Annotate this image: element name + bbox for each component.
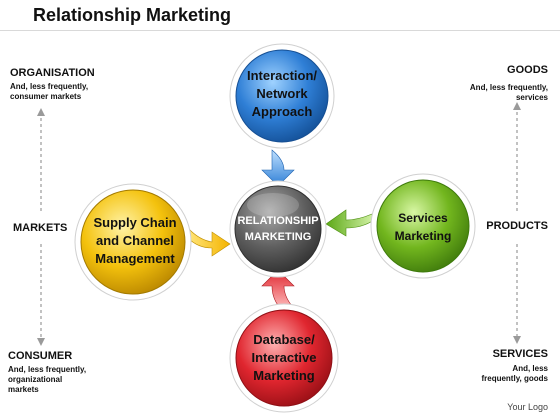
node-right-line2: Marketing <box>395 229 452 243</box>
right-axis <box>513 102 521 344</box>
right-axis-arrow-down-icon <box>513 336 521 344</box>
node-left-line3: Management <box>95 251 175 266</box>
center-label-line1: RELATIONSHIP <box>237 215 318 227</box>
node-top-line3: Approach <box>252 104 313 119</box>
node-bottom-line3: Marketing <box>253 368 314 383</box>
top-arrow-icon <box>261 149 295 187</box>
left-axis <box>37 108 45 346</box>
right-bottom-note-line1: And, less <box>512 364 548 373</box>
left-axis-arrow-up-icon <box>37 108 45 116</box>
left-top-heading: ORGANISATION <box>10 67 95 79</box>
right-top-note-line2: services <box>515 93 548 102</box>
node-database-interactive: Database/ Interactive Marketing <box>229 303 339 413</box>
right-arrow-icon <box>325 209 375 237</box>
right-middle-heading: PRODUCTS <box>486 220 548 232</box>
node-bottom-line2: Interactive <box>251 350 316 365</box>
right-bottom-note: And, less frequently, goods <box>481 364 548 384</box>
left-bottom-note-line2: organizational <box>8 375 63 384</box>
footer-logo: Your Logo <box>507 402 548 412</box>
node-top-line1: Interaction/ <box>247 68 317 83</box>
left-axis-arrow-down-icon <box>37 338 45 346</box>
node-right-line1: Services <box>398 211 448 225</box>
node-left-line1: Supply Chain <box>93 215 176 230</box>
node-supply-chain: Supply Chain and Channel Management <box>74 183 192 301</box>
left-bottom-note: And, less frequently, organizational mar… <box>8 365 86 395</box>
title-divider <box>0 30 560 31</box>
right-top-heading: GOODS <box>507 64 548 76</box>
slide-title: Relationship Marketing <box>33 5 232 25</box>
node-interaction-network: Interaction/ Network Approach <box>229 43 335 149</box>
node-bottom-line1: Database/ <box>253 332 315 347</box>
left-top-note: And, less frequently, consumer markets <box>10 82 88 102</box>
right-bottom-note-line2: frequently, goods <box>481 374 548 383</box>
center-node: RELATIONSHIP MARKETING <box>229 180 327 278</box>
node-top-line2: Network <box>256 86 308 101</box>
left-bottom-note-line3: markets <box>8 385 39 394</box>
left-top-note-line1: And, less frequently, <box>10 82 89 91</box>
right-axis-arrow-up-icon <box>513 102 521 110</box>
node-services-marketing: Services Marketing <box>370 173 476 279</box>
left-arrow-icon <box>187 229 231 257</box>
left-middle-heading: MARKETS <box>13 222 68 234</box>
right-top-note-line1: And, less frequently, <box>469 83 548 92</box>
left-top-note-line2: consumer markets <box>10 92 82 101</box>
node-left-line2: and Channel <box>96 233 174 248</box>
right-bottom-heading: SERVICES <box>492 348 548 360</box>
right-top-note: And, less frequently, services <box>470 83 548 103</box>
center-label-line2: MARKETING <box>245 231 312 243</box>
left-bottom-heading: CONSUMER <box>8 350 73 362</box>
left-bottom-note-line1: And, less frequently, <box>8 365 87 374</box>
